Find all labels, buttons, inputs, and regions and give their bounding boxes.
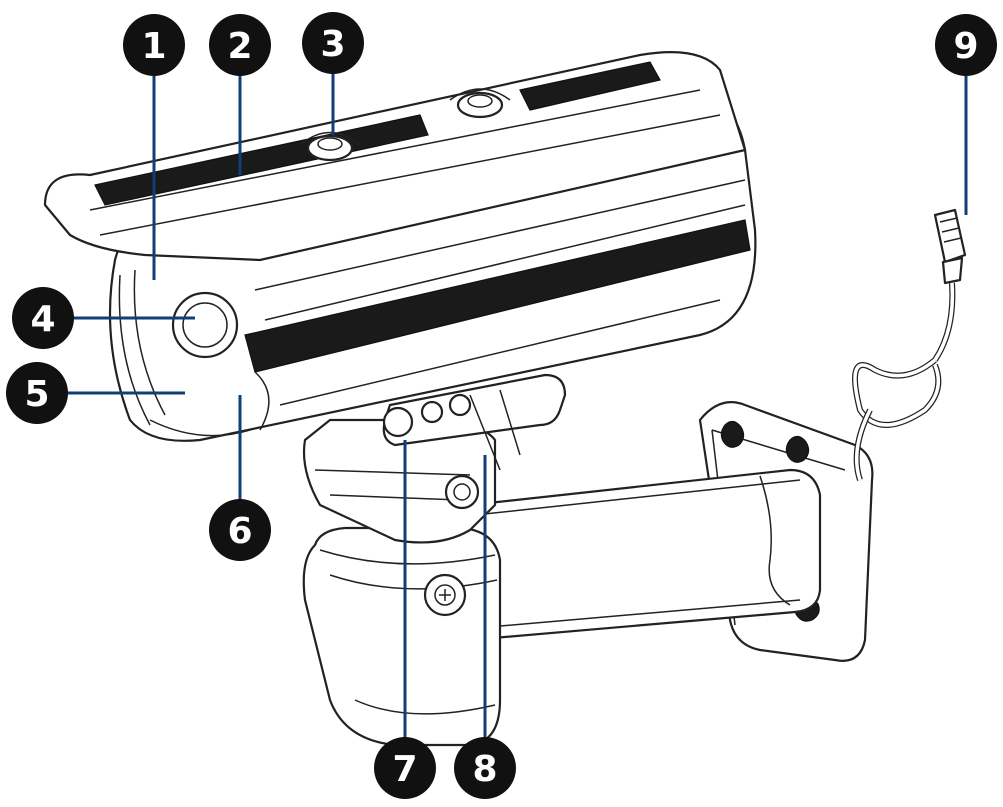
callout-4-label: 4 [30,299,55,340]
callout-6-label: 6 [227,511,252,552]
callout-3-label: 3 [320,24,345,65]
callout-1-label: 1 [141,26,166,67]
network-cable [852,208,967,481]
leader-lines [62,70,968,742]
callout-5: 5 [6,362,68,424]
callout-5-label: 5 [24,374,49,415]
callout-2: 2 [209,14,271,76]
callout-2-label: 2 [227,26,252,67]
callout-9: 9 [935,14,997,76]
camera-housing [43,51,757,442]
callout-8: 8 [454,737,516,799]
callout-9-label: 9 [953,26,978,67]
callout-3: 3 [302,12,364,74]
callout-7-label: 7 [392,749,417,790]
callout-1: 1 [123,14,185,76]
mounting-bracket [302,401,874,747]
callout-8-label: 8 [472,749,497,790]
adjustment-knobs [382,373,567,471]
callout-4: 4 [12,287,74,349]
callout-6: 6 [209,499,271,561]
callout-7: 7 [374,737,436,799]
